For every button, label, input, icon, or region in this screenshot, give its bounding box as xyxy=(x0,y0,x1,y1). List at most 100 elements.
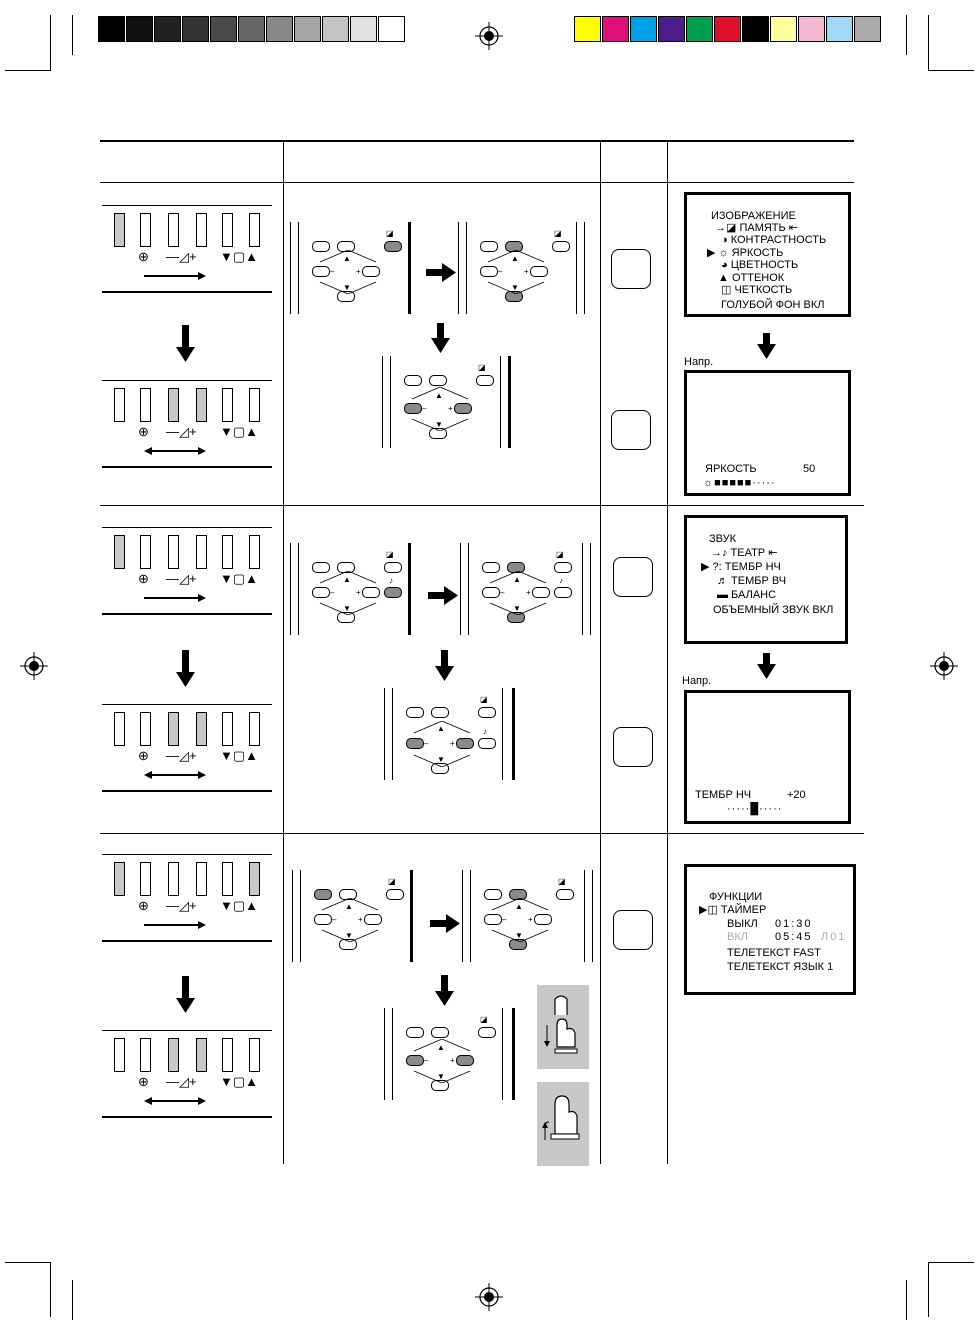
plus-button[interactable] xyxy=(454,403,472,414)
panel-key[interactable] xyxy=(114,388,125,422)
minus-button[interactable] xyxy=(404,403,422,414)
panel-key[interactable] xyxy=(222,388,233,422)
remote-button[interactable] xyxy=(431,707,449,718)
remote-button[interactable] xyxy=(314,914,332,925)
menu-item[interactable]: →◪ ПАМЯТЬ ⇤ xyxy=(715,222,799,234)
panel-key[interactable] xyxy=(168,535,179,569)
panel-key[interactable] xyxy=(140,1038,151,1072)
remote-button[interactable] xyxy=(337,241,355,252)
panel-key[interactable] xyxy=(140,213,151,247)
panel-key[interactable] xyxy=(196,1038,207,1072)
panel-key[interactable] xyxy=(114,1038,125,1072)
panel-key[interactable] xyxy=(249,862,260,896)
panel-key[interactable] xyxy=(196,712,207,746)
function-button[interactable] xyxy=(314,889,332,900)
menu-button[interactable] xyxy=(478,1027,496,1038)
remote-button[interactable] xyxy=(484,914,502,925)
remote-button[interactable] xyxy=(362,266,380,277)
down-button[interactable] xyxy=(505,291,523,302)
panel-key[interactable] xyxy=(114,712,125,746)
menu-button[interactable] xyxy=(478,707,496,718)
panel-key[interactable] xyxy=(140,712,151,746)
down-button[interactable] xyxy=(509,939,527,950)
panel-key[interactable] xyxy=(222,1038,233,1072)
remote-button[interactable] xyxy=(339,889,357,900)
menu-item[interactable]: ТЕЛЕТЕКСТ ЯЗЫК 1 xyxy=(727,961,834,973)
remote-button[interactable] xyxy=(362,587,380,598)
panel-key[interactable] xyxy=(196,388,207,422)
menu-item-selected[interactable]: ▶ ?: ТЕМБР НЧ xyxy=(701,561,781,573)
remote-button[interactable] xyxy=(337,291,355,302)
menu-item[interactable]: ГОЛУБОЙ ФОН ВКЛ xyxy=(721,299,825,311)
remote-button[interactable] xyxy=(429,375,447,386)
panel-key[interactable] xyxy=(196,213,207,247)
menu-button[interactable] xyxy=(552,241,570,252)
remote-button[interactable] xyxy=(480,266,498,277)
remote-button[interactable] xyxy=(312,241,330,252)
remote-button[interactable] xyxy=(312,562,330,573)
panel-key[interactable] xyxy=(168,388,179,422)
remote-button[interactable] xyxy=(480,241,498,252)
menu-item[interactable]: ОБЪЕМНЫЙ ЗВУК ВКЛ xyxy=(713,604,834,616)
remote-button[interactable] xyxy=(532,587,550,598)
menu-item[interactable]: →♪ ТЕАТР ⇤ xyxy=(711,547,778,559)
menu-item-selected[interactable]: ▶◫ ТАЙМЕР xyxy=(699,904,767,916)
up-button[interactable] xyxy=(507,562,525,573)
menu-button[interactable] xyxy=(554,562,572,573)
minus-button[interactable] xyxy=(406,738,424,749)
menu-item[interactable]: ▬ БАЛАНС xyxy=(717,589,777,601)
menu-button[interactable] xyxy=(476,375,494,386)
remote-button[interactable] xyxy=(530,266,548,277)
remote-button[interactable] xyxy=(431,1080,449,1091)
minus-button[interactable] xyxy=(406,1055,424,1066)
remote-button[interactable] xyxy=(431,763,449,774)
panel-key[interactable] xyxy=(114,862,125,896)
panel-key[interactable] xyxy=(140,388,151,422)
plus-button[interactable] xyxy=(456,1055,474,1066)
up-button[interactable] xyxy=(509,889,527,900)
remote-button[interactable] xyxy=(482,562,500,573)
menu-button[interactable] xyxy=(384,562,402,573)
panel-key[interactable] xyxy=(222,712,233,746)
sound-menu-button[interactable] xyxy=(384,587,402,598)
panel-key[interactable] xyxy=(196,535,207,569)
remote-button[interactable] xyxy=(431,1027,449,1038)
panel-key[interactable] xyxy=(114,213,125,247)
menu-button[interactable] xyxy=(556,889,574,900)
menu-item[interactable]: ◑ КОНТРАСТНОСТЬ xyxy=(721,234,827,246)
panel-key[interactable] xyxy=(196,862,207,896)
remote-button[interactable] xyxy=(534,914,552,925)
sound-menu-button[interactable] xyxy=(478,738,496,749)
sound-menu-button[interactable] xyxy=(554,587,572,598)
menu-item[interactable]: ◫ ЧЕТКОСТЬ xyxy=(721,284,793,296)
menu-button[interactable] xyxy=(384,241,402,252)
panel-key[interactable] xyxy=(168,1038,179,1072)
panel-key[interactable] xyxy=(114,535,125,569)
panel-key[interactable] xyxy=(249,1038,260,1072)
menu-item[interactable]: ♬ ТЕМБР ВЧ xyxy=(717,575,787,587)
remote-button[interactable] xyxy=(312,266,330,277)
plus-button[interactable] xyxy=(456,738,474,749)
panel-key[interactable] xyxy=(140,862,151,896)
menu-item[interactable]: ◕ ЦВЕТНОСТЬ xyxy=(721,259,799,271)
panel-key[interactable] xyxy=(222,535,233,569)
panel-key[interactable] xyxy=(249,213,260,247)
down-button[interactable] xyxy=(507,612,525,623)
remote-button[interactable] xyxy=(337,562,355,573)
remote-button[interactable] xyxy=(339,939,357,950)
remote-button[interactable] xyxy=(312,587,330,598)
menu-item[interactable]: ТЕЛЕТЕКСТ FAST xyxy=(727,947,821,959)
panel-key[interactable] xyxy=(222,213,233,247)
menu-item[interactable]: ▲ ОТТЕНОК xyxy=(718,272,785,284)
remote-button[interactable] xyxy=(406,1027,424,1038)
remote-button[interactable] xyxy=(364,914,382,925)
menu-item-selected[interactable]: ▶ ☼ ЯРКОСТЬ xyxy=(707,247,784,259)
panel-key[interactable] xyxy=(249,388,260,422)
panel-key[interactable] xyxy=(140,535,151,569)
remote-button[interactable] xyxy=(482,587,500,598)
up-button[interactable] xyxy=(505,241,523,252)
panel-key[interactable] xyxy=(249,712,260,746)
panel-key[interactable] xyxy=(222,862,233,896)
remote-button[interactable] xyxy=(406,707,424,718)
panel-key[interactable] xyxy=(168,862,179,896)
